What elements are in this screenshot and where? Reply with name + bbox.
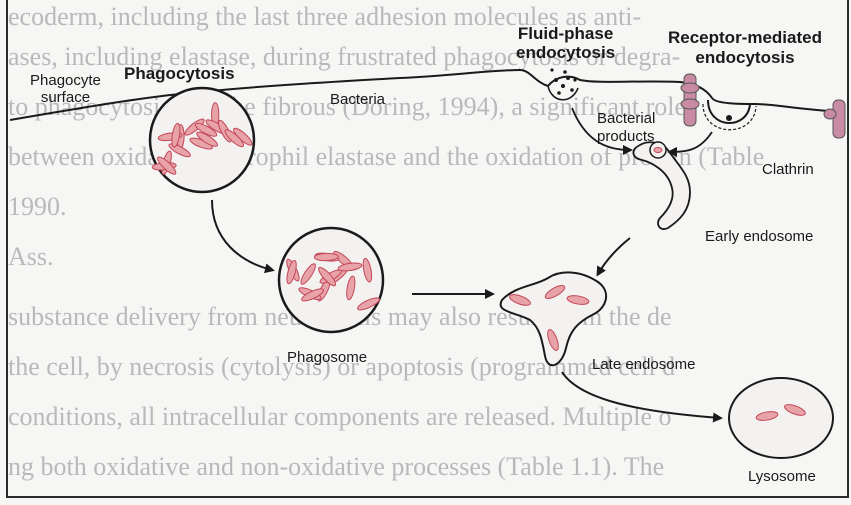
membrane-receptor bbox=[824, 100, 845, 138]
lysosome-label: Lysosome bbox=[748, 468, 816, 485]
bacterial-products-label: Bacterial products bbox=[597, 110, 655, 146]
label-line: Bacterial bbox=[597, 110, 655, 128]
membrane-receptor bbox=[681, 74, 699, 126]
receptor-mediated-endocytosis-label: Receptor-mediated endocytosis bbox=[668, 28, 822, 68]
early-endosome-label: Early endosome bbox=[705, 228, 813, 245]
lysosome-body bbox=[729, 378, 833, 458]
label-line: Receptor-mediated bbox=[668, 28, 822, 48]
late-endosome-label: Late endosome bbox=[592, 356, 695, 373]
fluid-phase-endocytosis-label: Fluid-phase endocytosis bbox=[516, 24, 615, 62]
arrow-phagocytosis-to-phagosome bbox=[212, 200, 272, 270]
arrow-receptor-to-endosome bbox=[670, 132, 712, 152]
label-line: surface bbox=[30, 89, 101, 106]
phagocyte-surface-label: Phagocyte surface bbox=[30, 72, 101, 106]
label-line: Phagocyte bbox=[30, 72, 101, 89]
arrow-early-to-late-endosome bbox=[598, 238, 630, 274]
phagosome-label: Phagosome bbox=[287, 349, 367, 366]
fluid-phase-particles bbox=[550, 68, 576, 94]
fluid-phase-pit bbox=[548, 86, 578, 100]
bacteria-label: Bacteria bbox=[330, 91, 385, 108]
arrow-late-endosome-to-lysosome bbox=[562, 372, 720, 418]
clathrin-label: Clathrin bbox=[762, 161, 814, 178]
label-line: endocytosis bbox=[668, 48, 822, 68]
phagocytosis-label: Phagocytosis bbox=[124, 64, 235, 84]
late-endosome-body bbox=[501, 272, 607, 365]
label-line: products bbox=[597, 128, 655, 146]
label-line: Fluid-phase bbox=[516, 24, 615, 43]
label-line: endocytosis bbox=[516, 43, 615, 62]
